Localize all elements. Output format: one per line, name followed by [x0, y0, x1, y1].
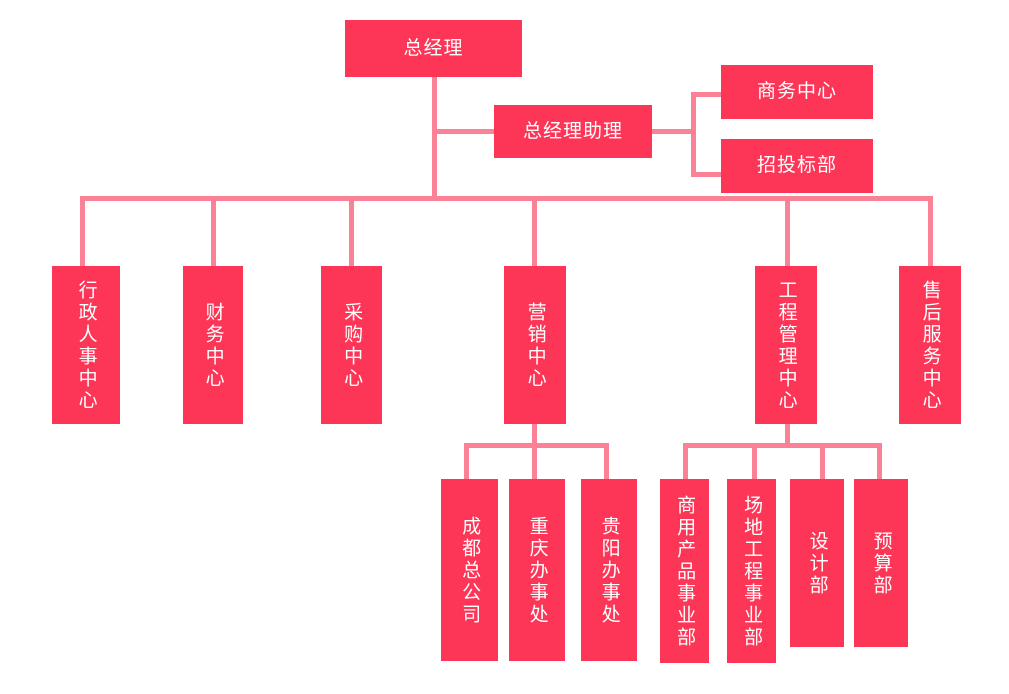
connector-drop-procurement	[349, 196, 354, 268]
connector-drop-budget	[877, 443, 882, 481]
connector-main-bus	[80, 196, 933, 201]
connector-drop-after-sales	[928, 196, 933, 268]
connector-drop-chongqing	[532, 443, 537, 481]
node-budget-dept[interactable]: 预算部	[854, 479, 908, 647]
node-marketing-center[interactable]: 营销中心	[504, 266, 566, 424]
connector-drop-chengdu	[464, 443, 469, 481]
connector-engineering-riser	[785, 424, 790, 448]
connector-assistant-to-business	[691, 92, 723, 97]
connector-assistant-to-bidding	[691, 172, 723, 177]
node-design-dept[interactable]: 设计部	[790, 479, 844, 647]
connector-drop-marketing	[532, 196, 537, 268]
connector-assistant-stub	[651, 129, 696, 134]
connector-engineering-bus	[683, 443, 882, 448]
node-chongqing-office[interactable]: 重庆办事处	[509, 479, 565, 661]
connector-drop-finance	[211, 196, 216, 268]
node-guiyang-office[interactable]: 贵阳办事处	[581, 479, 637, 661]
connector-drop-site-engineering	[752, 443, 757, 481]
node-site-engineering-division[interactable]: 场地工程事业部	[727, 479, 776, 663]
connector-gm-to-assistant	[432, 129, 496, 134]
node-business-center[interactable]: 商务中心	[721, 65, 873, 119]
node-finance-center[interactable]: 财务中心	[183, 266, 243, 424]
node-procurement-center[interactable]: 采购中心	[321, 266, 382, 424]
node-gm-assistant[interactable]: 总经理助理	[494, 105, 652, 158]
node-chengdu-head-office[interactable]: 成都总公司	[441, 479, 498, 661]
connector-drop-admin-hr	[80, 196, 85, 268]
node-admin-hr-center[interactable]: 行政人事中心	[52, 266, 120, 424]
node-commercial-product-division[interactable]: 商用产品事业部	[660, 479, 709, 663]
connector-drop-guiyang	[604, 443, 609, 481]
node-general-manager[interactable]: 总经理	[345, 20, 522, 77]
connector-drop-commercial-product	[683, 443, 688, 481]
node-after-sales-center[interactable]: 售后服务中心	[899, 266, 961, 424]
connector-assistant-riser	[691, 92, 696, 177]
node-bidding-dept[interactable]: 招投标部	[721, 139, 873, 193]
connector-drop-engineering	[785, 196, 790, 268]
connector-marketing-riser	[532, 424, 537, 448]
node-engineering-mgmt-center[interactable]: 工程管理中心	[755, 266, 817, 424]
connector-drop-design	[820, 443, 825, 481]
connector-gm-trunk	[432, 76, 437, 200]
